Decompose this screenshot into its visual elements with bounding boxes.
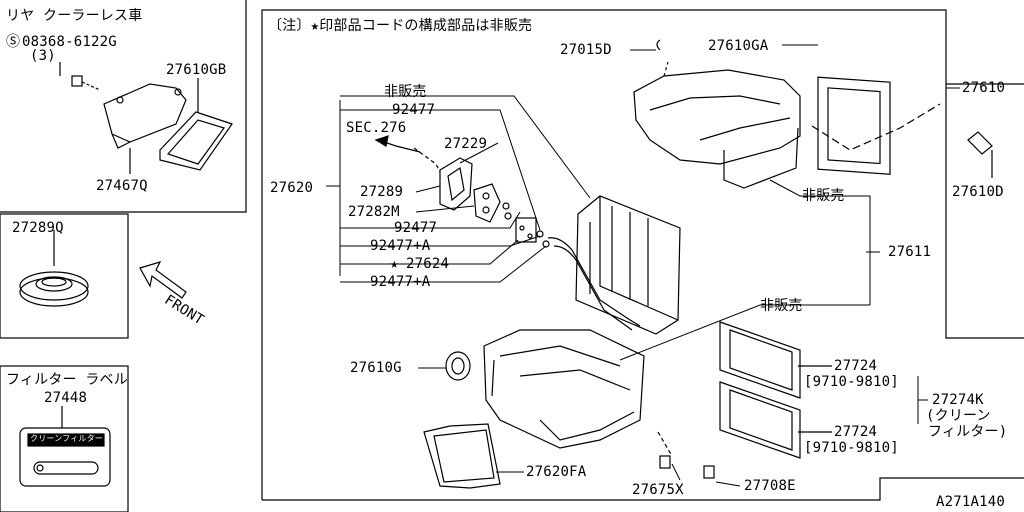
part-27708E[interactable]: 27708E: [744, 478, 796, 494]
bolt-part-code: 08368-6122G: [22, 34, 117, 50]
part-92477A-1[interactable]: 92477+A: [370, 238, 431, 254]
part-27620FA[interactable]: 27620FA: [526, 464, 587, 480]
part-27229[interactable]: 27229: [444, 136, 488, 152]
filter-cartridges-art: [719, 321, 832, 459]
part-92477A-2[interactable]: 92477+A: [370, 274, 431, 290]
part-27467Q[interactable]: 27467Q: [96, 178, 148, 194]
date-range-2: [9710-9810]: [804, 440, 899, 456]
valve-cluster-art: [374, 135, 550, 248]
not-sold-label-1: 非販売: [384, 84, 427, 100]
part-27610D[interactable]: 27610D: [952, 184, 1004, 200]
rear-cooler-parts: [59, 62, 233, 174]
bolt-symbol: Ⓢ: [6, 34, 21, 50]
part-27610[interactable]: 27610: [962, 80, 1006, 96]
part-27724-1[interactable]: 27724: [834, 358, 878, 374]
not-sold-label-2: 非販売: [802, 188, 845, 204]
bolt-quantity: (3): [30, 48, 56, 64]
part-92477-top[interactable]: 92477: [392, 102, 436, 118]
not-sold-label-3: 非販売: [760, 298, 803, 314]
part-27624[interactable]: 27624: [406, 256, 450, 272]
star-marker: ★: [390, 256, 399, 272]
part-27448[interactable]: 27448: [44, 390, 88, 406]
part-92477[interactable]: 92477: [394, 220, 438, 236]
part-27724-2[interactable]: 27724: [834, 424, 878, 440]
lower-case-art: [423, 329, 715, 489]
part-27282M[interactable]: 27282M: [348, 204, 400, 220]
part-27611[interactable]: 27611: [888, 244, 932, 260]
filter-label-text: クリーンフィルター: [30, 434, 103, 443]
date-range-1: [9710-9810]: [804, 374, 899, 390]
section-ref-276[interactable]: SEC.276: [346, 120, 407, 136]
part-27610GB[interactable]: 27610GB: [166, 62, 227, 78]
rear-cooler-title: リヤ クーラーレス車: [6, 8, 143, 24]
grommet-art: [19, 230, 89, 307]
part-27289[interactable]: 27289: [360, 184, 404, 200]
filter-label-art: [19, 406, 111, 487]
part-27289Q[interactable]: 27289Q: [12, 220, 64, 236]
front-arrow-art: [139, 261, 187, 299]
part-27610G[interactable]: 27610G: [350, 360, 402, 376]
leader-lines: [326, 44, 960, 487]
part-27015D[interactable]: 27015D: [560, 42, 612, 58]
clean-filter-label-2: フィルター): [928, 424, 1008, 440]
note-text: 〔注〕★印部品コードの構成部品は非販売: [268, 18, 533, 34]
part-27620[interactable]: 27620: [270, 180, 314, 196]
upper-case-art: [633, 39, 993, 189]
part-27274K[interactable]: 27274K: [932, 392, 984, 408]
part-27610GA[interactable]: 27610GA: [708, 38, 769, 54]
evaporator-art: [547, 195, 681, 335]
part-27675X[interactable]: 27675X: [632, 482, 684, 498]
filter-label-title: フィルター ラベル: [6, 372, 128, 388]
clean-filter-label-1: (クリーン: [926, 408, 991, 424]
diagram-code: A271A140: [936, 494, 1006, 510]
